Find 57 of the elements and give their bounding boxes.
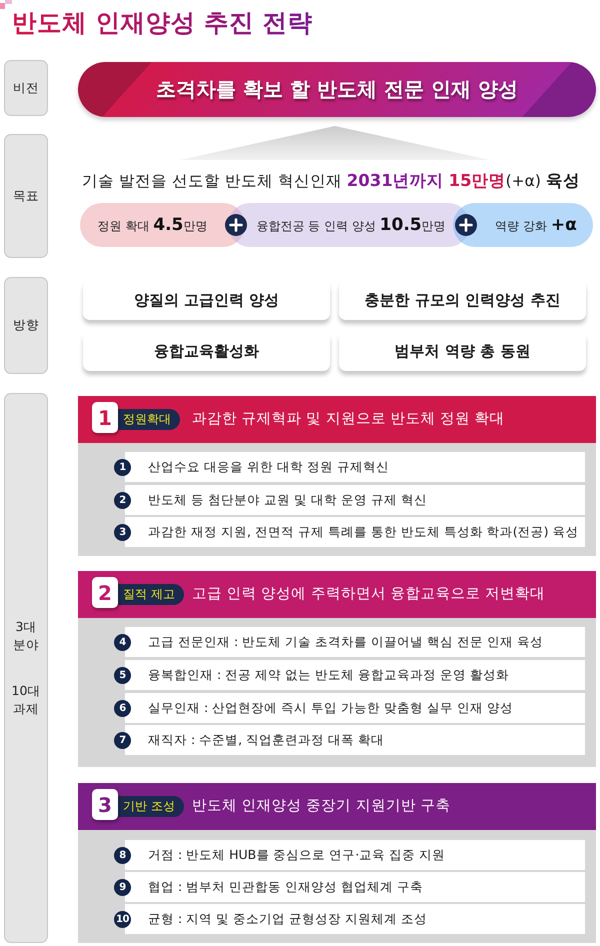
task-row	[114, 452, 585, 482]
direction-box: 양질의 고급인력 양성	[83, 281, 330, 320]
section-panel	[78, 571, 596, 767]
direction-box: 융합교육활성화	[83, 332, 330, 371]
number-tile: 2	[92, 577, 118, 608]
direction-box: 충분한 규모의 인력양성 추진	[339, 281, 586, 320]
task-text: 산업수요 대응을 위한 대학 정원 규제혁신	[148, 458, 389, 476]
task-row	[114, 660, 585, 690]
task-text: 융복합인재 : 전공 제약 없는 반도체 융합교육과정 운영 활성화	[148, 666, 509, 684]
section-title: 과감한 규제혁파 및 지원으로 반도체 정원 확대	[192, 410, 505, 429]
task-row	[114, 517, 585, 547]
task-text: 협업 : 범부처 민관합동 인재양성 협업체계 구축	[148, 878, 424, 896]
category-tab: 목표	[4, 134, 48, 258]
task-text: 과감한 재정 지원, 전면적 규제 특례를 통한 반도체 특성화 학과(전공) 육성	[148, 523, 578, 541]
number-badge: 4	[114, 634, 131, 650]
number-tile: 1	[92, 402, 118, 433]
number-badge: 2	[114, 492, 131, 508]
number-badge: 9	[114, 878, 131, 896]
number-badge: 10	[114, 910, 131, 928]
goal-statement: 기술 발전을 선도할 반도체 혁신인재 2031년까지 15만명(+α) 육성	[81, 170, 581, 192]
direction-box: 범부처 역량 총 동원	[339, 332, 586, 371]
category-tab: 방향	[4, 277, 48, 374]
section-panel	[78, 783, 596, 943]
tag-pill: 기반 조성	[118, 796, 184, 817]
number-badge: 8	[114, 846, 131, 864]
section-title: 반도체 인재양성 중장기 지원기반 구축	[192, 797, 450, 816]
number-badge: 5	[114, 666, 131, 684]
number-badge: 7	[114, 732, 131, 748]
task-row	[114, 725, 585, 755]
number-tile: 3	[92, 789, 118, 820]
number-badge: 6	[114, 700, 131, 716]
task-row	[114, 904, 585, 934]
triangle-shade	[180, 126, 490, 160]
section-panel	[78, 396, 596, 556]
task-row	[114, 485, 585, 515]
task-text: 실무인재 : 산업현장에 즉시 투입 가능한 맞춤형 실무 인재 양성	[148, 699, 513, 717]
task-text: 고급 전문인재 : 반도체 기술 초격차를 이끌어낼 핵심 전문 인재 육성	[148, 633, 543, 651]
tag-pill: 정원확대	[118, 409, 180, 430]
task-text: 거점 : 반도체 HUB를 중심으로 연구·교육 집중 지원	[148, 846, 446, 864]
category-tab	[4, 393, 48, 943]
task-text: 반도체 등 첨단분야 교원 및 대학 운영 규제 혁신	[148, 491, 427, 509]
vision-banner: 초격차를 확보 할 반도체 전문 인재 양성	[78, 62, 596, 117]
tag-pill: 질적 제고	[118, 584, 184, 605]
number-badge: 1	[114, 458, 131, 476]
section-title: 고급 인력 양성에 주력하면서 융합교육으로 저변확대	[192, 585, 546, 604]
goal-pill: 정원 확대 4.5만명	[80, 203, 245, 247]
tab-text: 3대 분야	[12, 618, 40, 654]
task-row	[114, 627, 585, 657]
goal-pill: 역량 강화 +α	[453, 203, 593, 247]
task-text: 균형 : 지역 및 중소기업 균형성장 지원체계 조성	[148, 910, 428, 928]
task-row	[114, 872, 585, 902]
number-badge: 3	[114, 524, 131, 540]
category-tab: 비전	[4, 60, 48, 116]
task-row	[114, 840, 585, 870]
tab-text: 10대 과제	[10, 682, 42, 718]
task-text: 재직자 : 수준별, 직업훈련과정 대폭 확대	[148, 731, 384, 749]
task-row	[114, 693, 585, 723]
